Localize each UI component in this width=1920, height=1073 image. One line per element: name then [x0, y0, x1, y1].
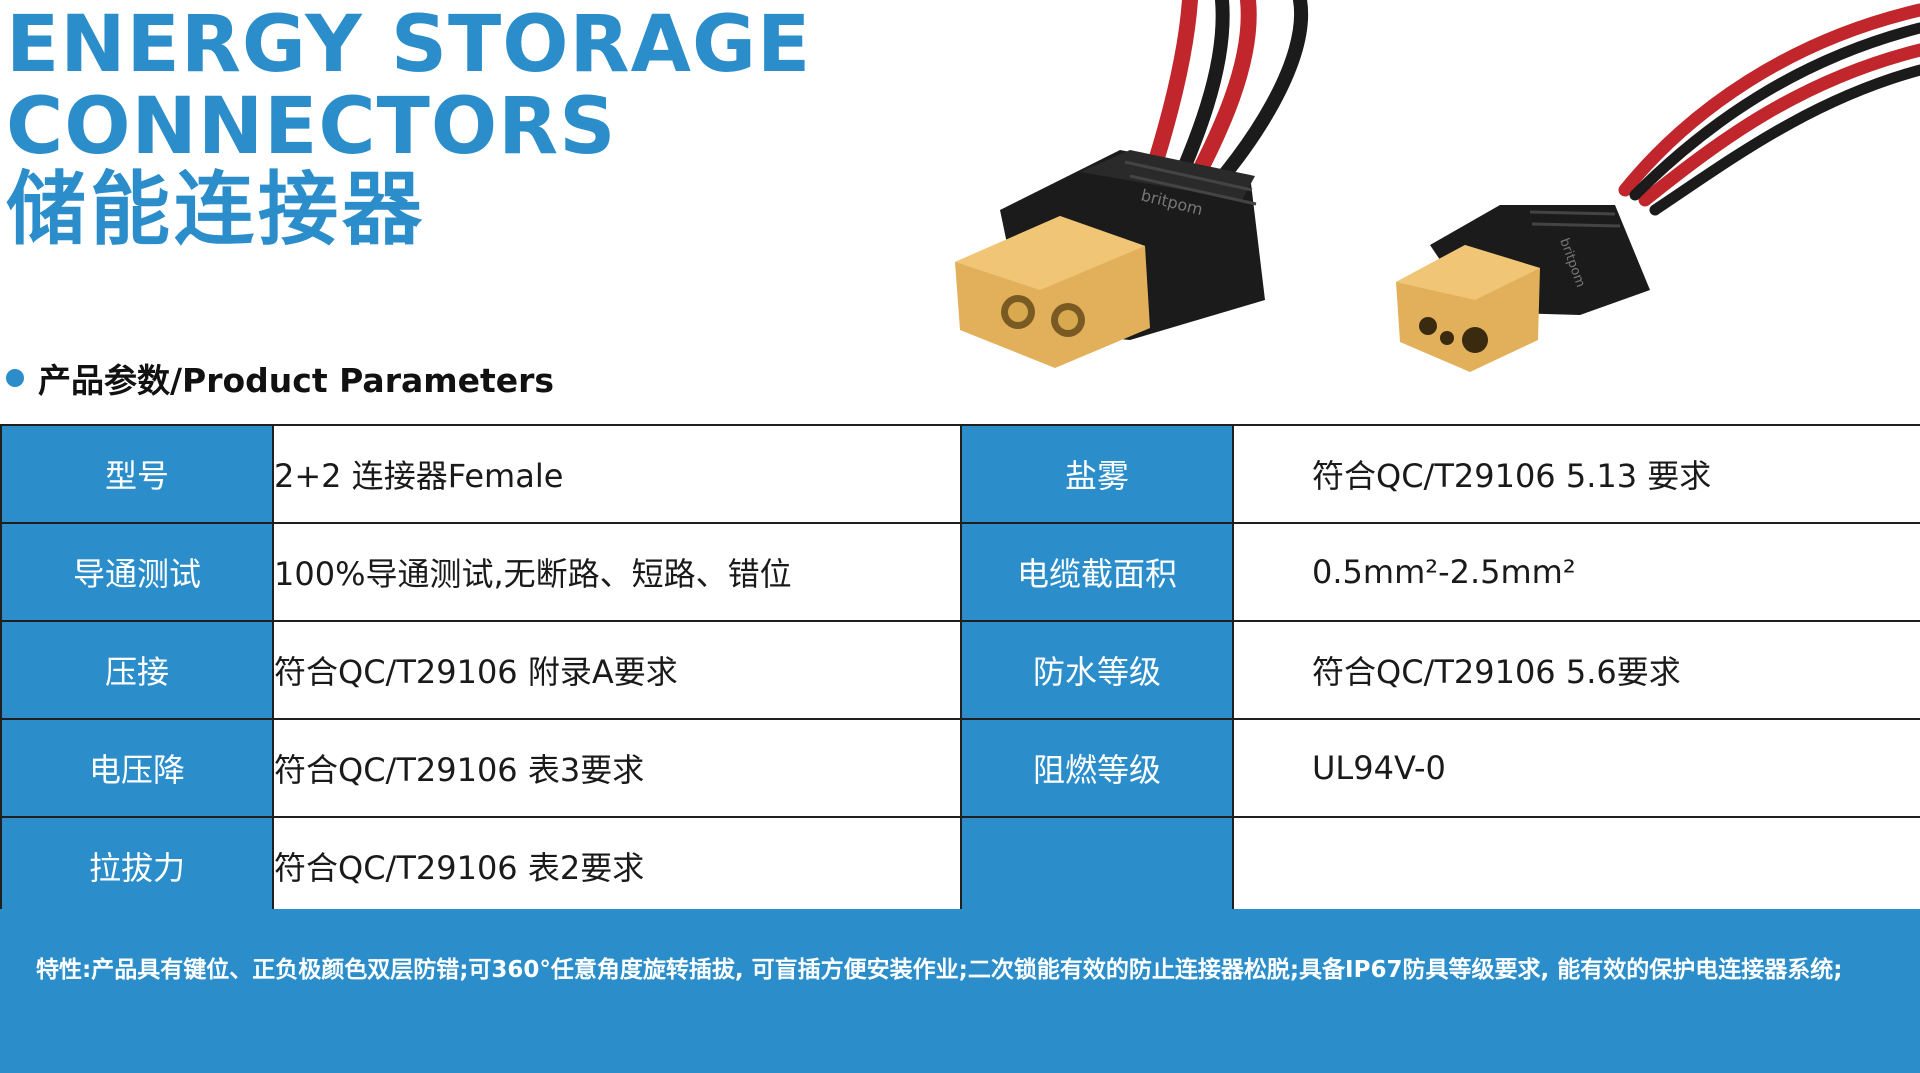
- param-value: 符合QC/T29106 表2要求: [272, 816, 962, 916]
- param-label-empty: [960, 816, 1234, 916]
- table-row: 压接 符合QC/T29106 附录A要求 防水等级 符合QC/T29106 5.…: [0, 620, 1920, 720]
- table-row: 拉拔力 符合QC/T29106 表2要求: [0, 816, 1920, 916]
- param-value: 符合QC/T29106 5.13 要求: [1232, 424, 1920, 524]
- param-value: 符合QC/T29106 表3要求: [272, 718, 962, 818]
- table-row: 电压降 符合QC/T29106 表3要求 阻燃等级 UL94V-0: [0, 718, 1920, 818]
- param-value-empty: [1232, 816, 1920, 916]
- section-heading-text: 产品参数/Product Parameters: [38, 361, 555, 400]
- param-label: 拉拔力: [0, 816, 274, 916]
- param-value: 0.5mm²-2.5mm²: [1232, 522, 1920, 622]
- parameters-table: 型号 2+2 连接器Female 盐雾 符合QC/T29106 5.13 要求 …: [0, 424, 1920, 916]
- male-connector: britpom: [955, 150, 1265, 368]
- right-connector-wires: [1618, 3, 1920, 216]
- product-photo: britpom britpom: [955, 0, 1920, 372]
- param-label: 防水等级: [960, 620, 1234, 720]
- title-english-line2: CONNECTORS: [6, 82, 617, 172]
- title-english-line1: ENERGY STORAGE: [6, 0, 812, 90]
- param-label: 型号: [0, 424, 274, 524]
- features-box: 特性:产品具有键位、正负极颜色双层防错;可360°任意角度旋转插拔, 可盲插方便…: [0, 909, 1920, 1073]
- section-heading: 产品参数/Product Parameters: [6, 356, 554, 400]
- param-label: 导通测试: [0, 522, 274, 622]
- features-text: 特性:产品具有键位、正负极颜色双层防错;可360°任意角度旋转插拔, 可盲插方便…: [36, 957, 1843, 983]
- table-row: 导通测试 100%导通测试,无断路、短路、错位 电缆截面积 0.5mm²-2.5…: [0, 522, 1920, 622]
- param-label: 阻燃等级: [960, 718, 1234, 818]
- title-chinese: 储能连接器: [6, 163, 426, 256]
- param-label: 压接: [0, 620, 274, 720]
- bullet-dot-icon: [6, 369, 24, 387]
- param-value: UL94V-0: [1232, 718, 1920, 818]
- param-label: 盐雾: [960, 424, 1234, 524]
- param-value: 符合QC/T29106 附录A要求: [272, 620, 962, 720]
- table-row: 型号 2+2 连接器Female 盐雾 符合QC/T29106 5.13 要求: [0, 424, 1920, 524]
- param-label: 电缆截面积: [960, 522, 1234, 622]
- female-connector: britpom: [1396, 205, 1650, 372]
- param-value: 100%导通测试,无断路、短路、错位: [272, 522, 962, 622]
- param-label: 电压降: [0, 718, 274, 818]
- param-value: 符合QC/T29106 5.6要求: [1232, 620, 1920, 720]
- param-value: 2+2 连接器Female: [272, 424, 962, 524]
